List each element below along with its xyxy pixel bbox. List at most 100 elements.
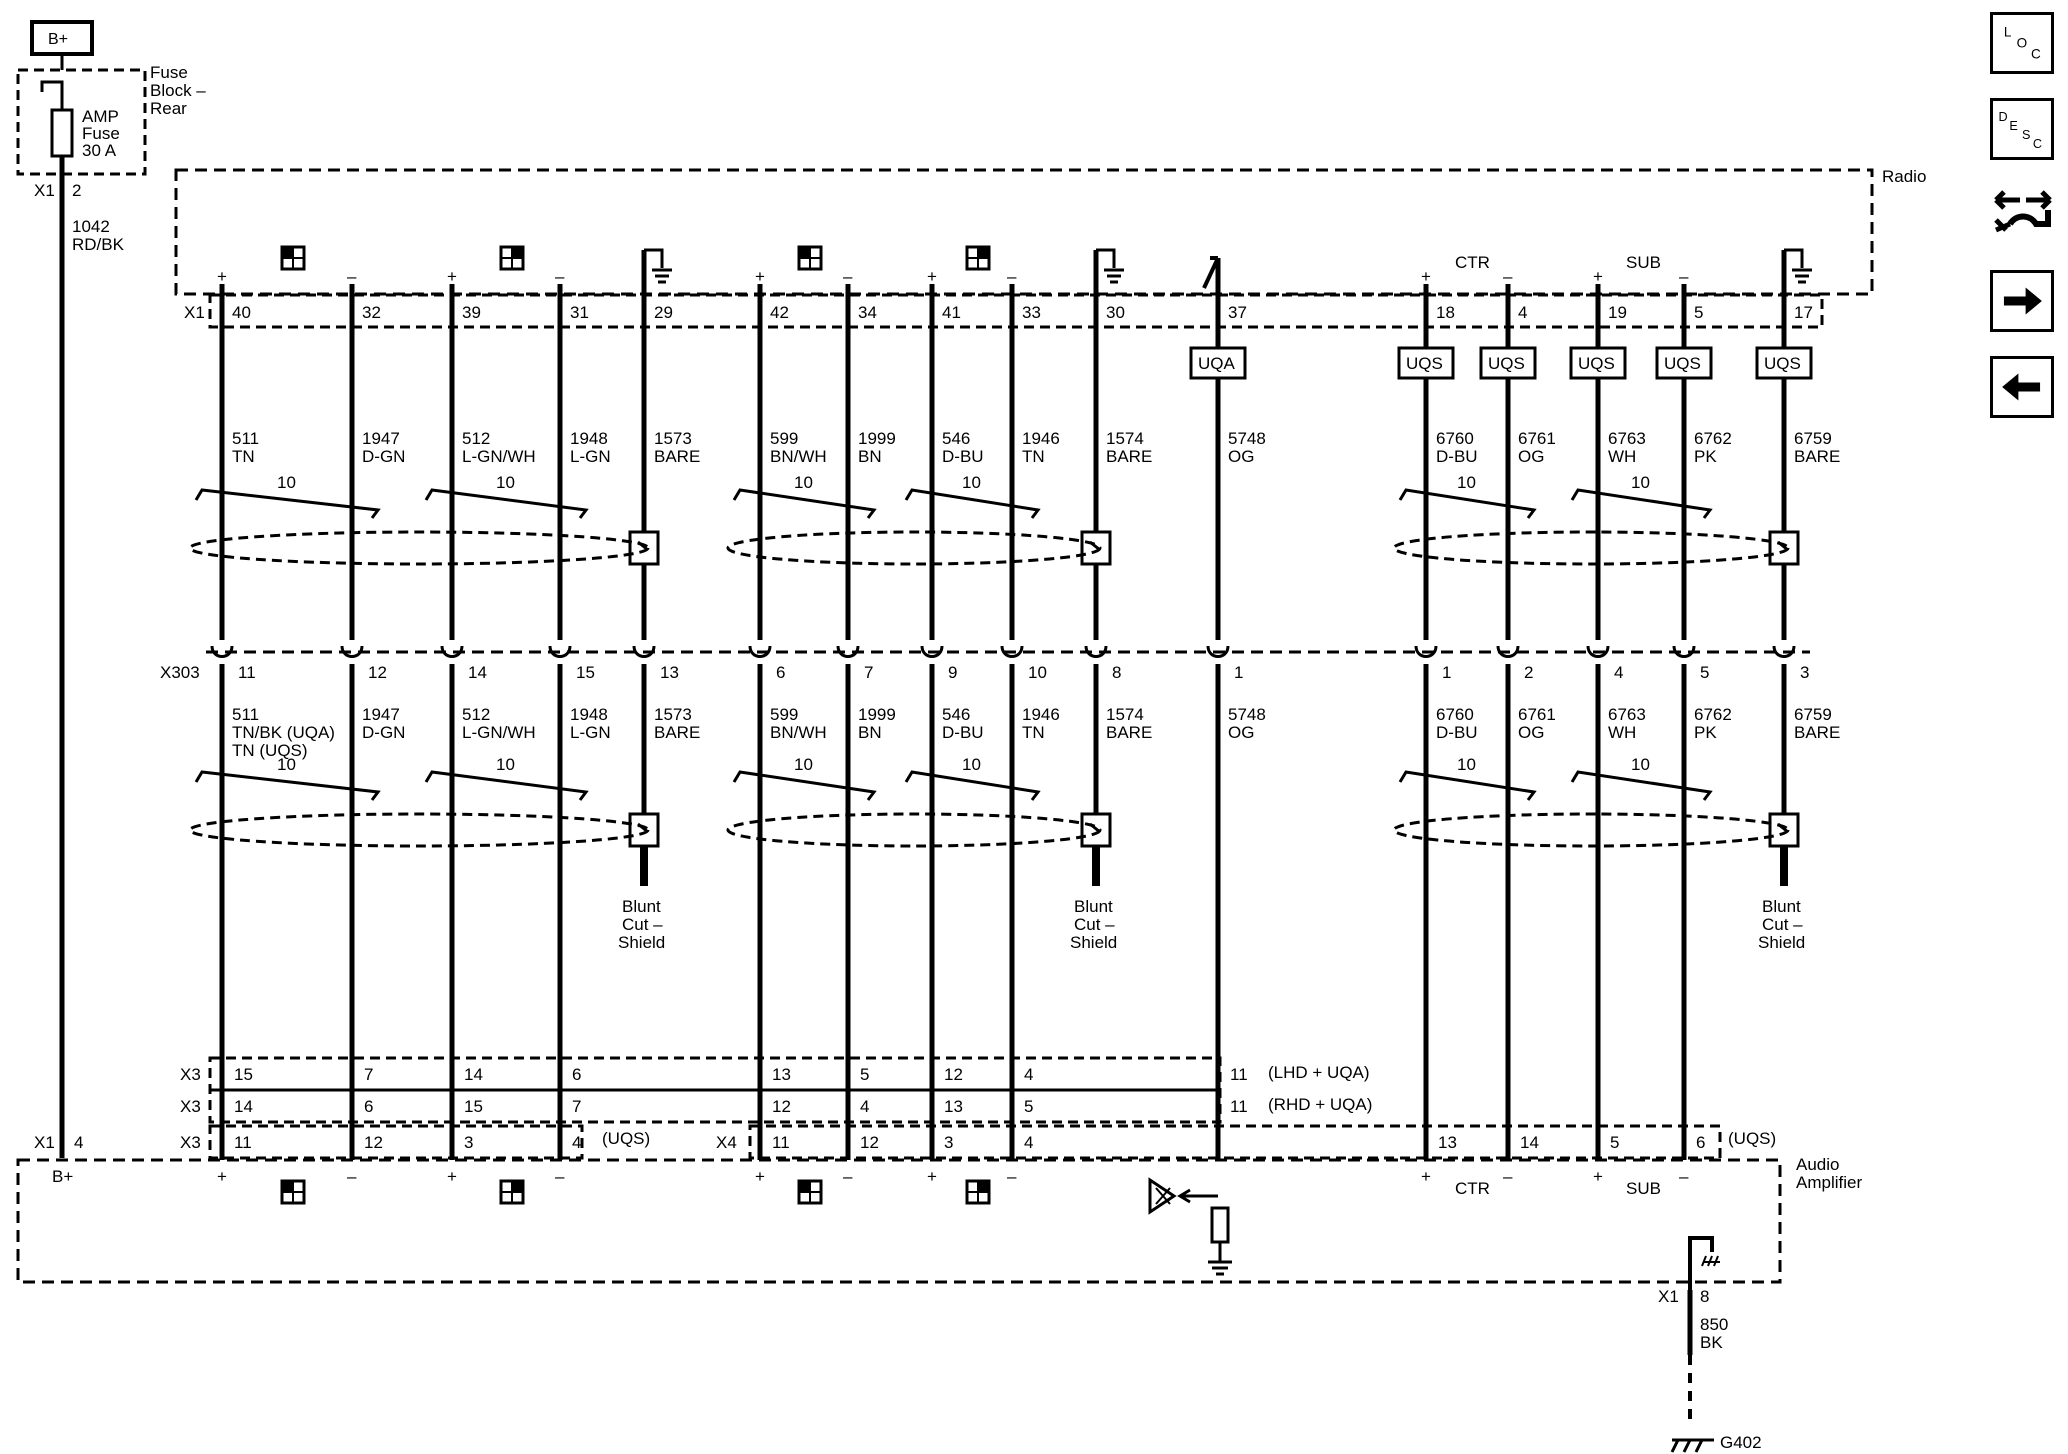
blunt-cut-label: Cut – <box>622 915 663 934</box>
amp-connector-pin: 13 <box>1438 1133 1457 1152</box>
x303-circuit-color: BN/WH <box>770 723 827 742</box>
circuit-color: BN <box>858 447 882 466</box>
x3-uqs-connector <box>208 1124 584 1160</box>
fuse-pin: 2 <box>72 181 81 200</box>
amp-connector-pin: 6 <box>1696 1133 1705 1152</box>
x303-pin: 7 <box>864 663 873 682</box>
fuse-block-label-2: Block – <box>150 81 206 100</box>
speaker-channel-icon <box>797 245 823 271</box>
shield-ellipse <box>188 812 650 848</box>
twisted-pair-marker <box>1398 488 1537 519</box>
radio-pin: 41 <box>942 303 961 322</box>
twist-count-label: 10 <box>1631 473 1650 492</box>
circuit-number: 6762 <box>1694 429 1732 448</box>
radio-polarity: + <box>217 267 227 286</box>
circuit-color: BARE <box>654 447 700 466</box>
radio-box <box>174 168 1874 296</box>
amp-connector-pin: 12 <box>860 1133 879 1152</box>
radio-pin: 39 <box>462 303 481 322</box>
wire-1946 <box>1000 284 1024 1160</box>
wire-1573 <box>628 248 672 886</box>
amp-label-2: Amplifier <box>1796 1173 1862 1192</box>
wire-599 <box>748 284 772 1160</box>
amp-polarity: – <box>843 1167 853 1186</box>
x303-circuit-number: 1574 <box>1106 705 1144 724</box>
desc-letter-s: S <box>2022 128 2030 142</box>
twisted-pair-marker <box>1570 488 1713 519</box>
circuit-number: 546 <box>942 429 970 448</box>
x303-pin: 1 <box>1234 663 1243 682</box>
amp-label-1: Audio <box>1796 1155 1839 1174</box>
x303-circuit-number: 1946 <box>1022 705 1060 724</box>
x303-circuit-number: 599 <box>770 705 798 724</box>
twisted-pair-marker <box>194 488 381 519</box>
amp-connector-pin: 5 <box>1610 1133 1619 1152</box>
radio-polarity: + <box>447 267 457 286</box>
radio-polarity: – <box>1007 267 1017 286</box>
circuit-number: 1948 <box>570 429 608 448</box>
x303-circuit-color: PK <box>1694 723 1717 742</box>
fuse-block-box <box>16 68 147 176</box>
wire-1999 <box>836 284 860 1160</box>
circuit-number: 1947 <box>362 429 400 448</box>
ground-pin: 8 <box>1700 1287 1709 1306</box>
shield-ground-icon <box>1784 248 1812 284</box>
twisted-pair-marker <box>424 770 589 801</box>
x303-terminal <box>210 645 234 658</box>
twist-count-label: 10 <box>1457 473 1476 492</box>
circuit-color: TN <box>1022 447 1045 466</box>
amp-connector-pin: 4 <box>1024 1133 1033 1152</box>
twisted-pair-marker <box>732 488 877 519</box>
blunt-cut-label: Blunt <box>1762 897 1801 916</box>
connector-view-button[interactable] <box>1990 180 2054 242</box>
loc-letter-o: O <box>2017 36 2028 51</box>
shield-drain-box <box>1768 530 1800 566</box>
amp-polarity: – <box>347 1167 357 1186</box>
x303-circuit-number: 1573 <box>654 705 692 724</box>
amp-polarity: + <box>217 1167 227 1186</box>
twist-count-label: 10 <box>962 755 981 774</box>
wire-6763 <box>1569 284 1627 1160</box>
twist-count-label: 10 <box>1457 755 1476 774</box>
wire-6760 <box>1397 284 1455 1160</box>
x303-terminal <box>1672 645 1696 658</box>
radio-pin: 29 <box>654 303 673 322</box>
x3-lhd-pin: 15 <box>234 1065 253 1084</box>
fuse-label-3: 30 A <box>82 141 117 160</box>
x3-lhd-pin: 11 <box>1230 1065 1248 1084</box>
wire-6759 <box>1755 248 1813 886</box>
x303-circuit-color: D-BU <box>942 723 984 742</box>
amp-polarity: + <box>755 1167 765 1186</box>
radio-pin: 34 <box>858 303 877 322</box>
blunt-cut-label: Shield <box>618 933 665 952</box>
radio-x1-connector <box>208 293 1824 329</box>
twist-count-label: 10 <box>794 755 813 774</box>
x3-lhd-note: (LHD + UQA) <box>1268 1063 1370 1082</box>
resistor-icon <box>1210 1206 1230 1244</box>
x303-terminal <box>1206 645 1230 658</box>
x3-rhd-note: (RHD + UQA) <box>1268 1095 1372 1114</box>
twisted-pair-marker <box>904 770 1041 801</box>
wire-512 <box>440 284 464 1160</box>
circuit-color: OG <box>1228 447 1254 466</box>
previous-button[interactable] <box>1990 356 2054 418</box>
wire-1948 <box>548 284 572 1160</box>
wire-1947 <box>340 284 364 1160</box>
x303-terminal <box>440 645 464 658</box>
radio-pin: 30 <box>1106 303 1125 322</box>
x4-connector <box>748 1124 1722 1160</box>
circuit-number: 1573 <box>654 429 692 448</box>
twisted-pair-marker <box>194 770 381 801</box>
twisted-pair-marker <box>732 770 877 801</box>
radio-polarity: + <box>1421 267 1431 286</box>
speaker-channel-icon <box>797 1179 823 1205</box>
radio-polarity: + <box>927 267 937 286</box>
x303-circuit-number: 1947 <box>362 705 400 724</box>
arrow-left-icon <box>2002 373 2041 401</box>
x303-circuit-color: BARE <box>654 723 700 742</box>
x303-pin: 3 <box>1800 663 1809 682</box>
x3-rhd-pin: 4 <box>860 1097 869 1116</box>
next-button[interactable] <box>1990 270 2054 332</box>
